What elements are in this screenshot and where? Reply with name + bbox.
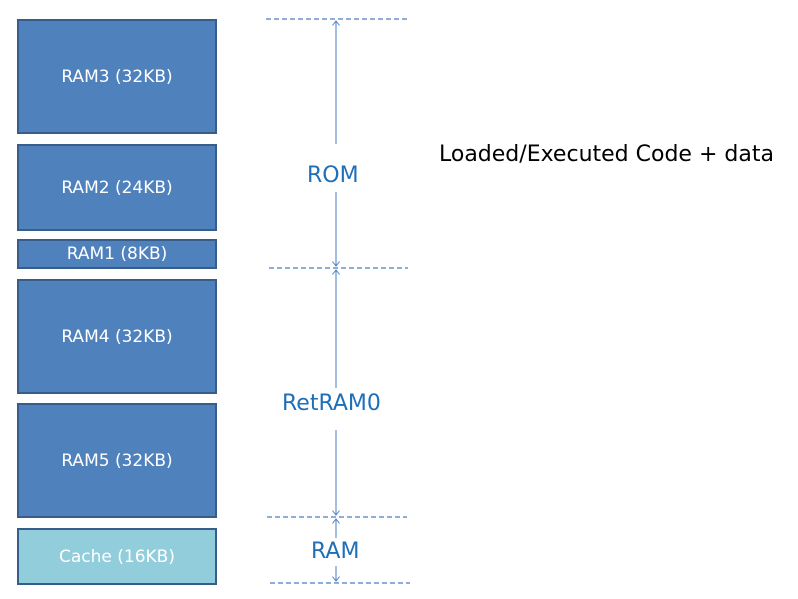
retram0-region-label: RetRAM0 [280,391,383,417]
rom-region-label: ROM [305,163,361,189]
cache-block: Cache (16KB) [17,528,217,585]
ram1-block: RAM1 (8KB) [17,239,217,269]
ram3-block: RAM3 (32KB) [17,19,217,134]
ram2-block: RAM2 (24KB) [17,144,217,231]
ram4-block: RAM4 (32KB) [17,279,217,394]
ram-region-label: RAM [309,539,362,565]
ram5-block: RAM5 (32KB) [17,403,217,518]
loaded-executed-note: Loaded/Executed Code + data [439,142,774,167]
